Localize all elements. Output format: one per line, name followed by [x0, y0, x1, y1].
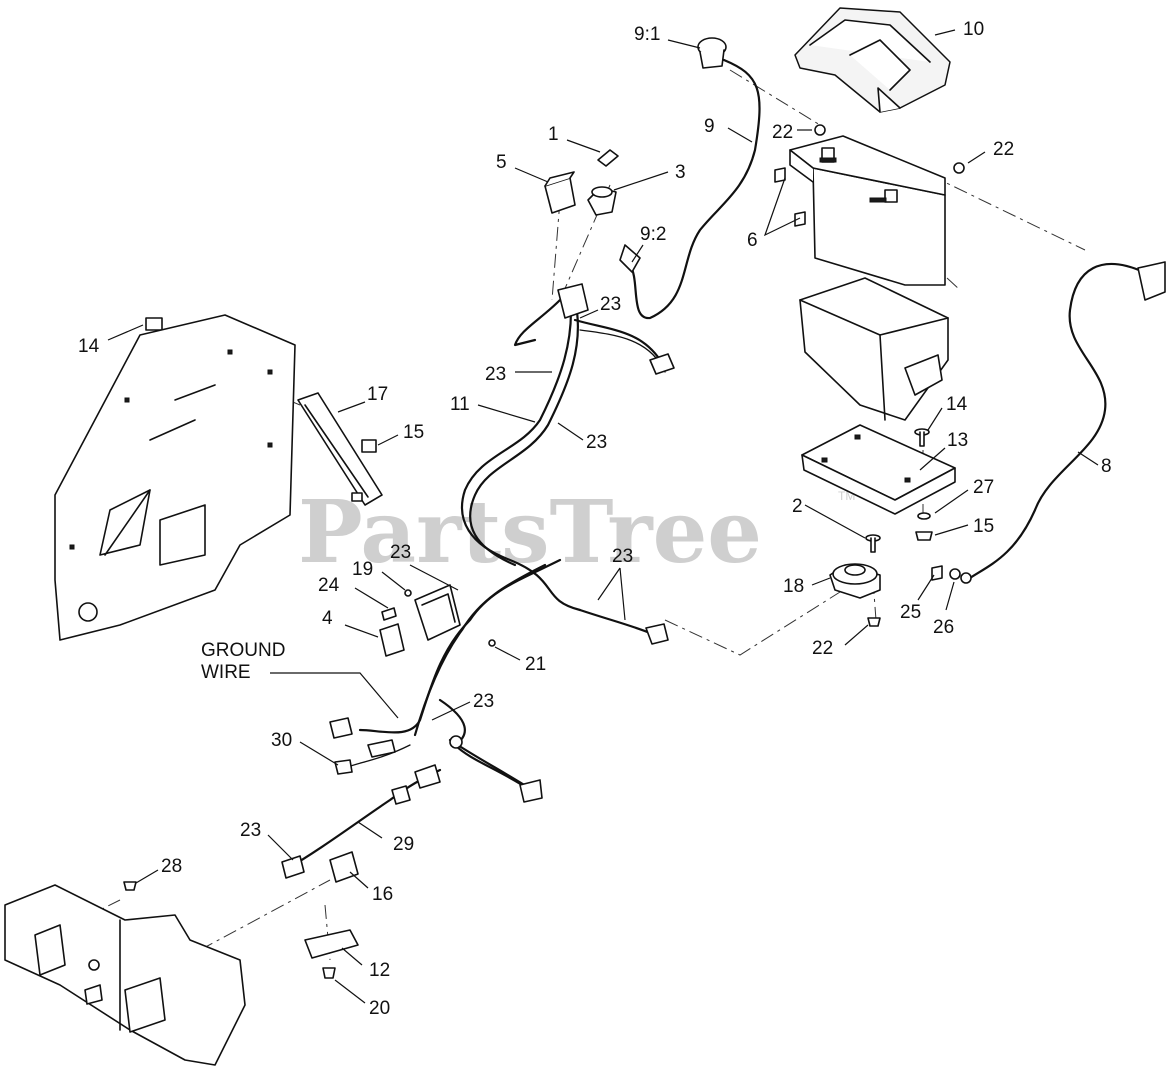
bolt-6-upper	[774, 167, 786, 183]
callout-22-right: 22	[993, 139, 1014, 160]
callout-23-f: 23	[473, 691, 494, 712]
callout-25: 25	[900, 602, 921, 623]
callout-9-2: 9:2	[640, 224, 666, 245]
callout-21: 21	[525, 654, 546, 675]
callout-30: 30	[271, 730, 292, 751]
battery	[789, 135, 946, 286]
callout-19: 19	[352, 559, 373, 580]
callout-11: 11	[450, 394, 470, 415]
alarm-18	[829, 563, 881, 599]
callout-4: 4	[322, 608, 333, 629]
switch-16	[329, 851, 359, 883]
connector-23-lower	[281, 855, 305, 879]
nut-15-panel	[361, 439, 377, 453]
switch-5	[544, 177, 576, 214]
callout-10: 10	[963, 19, 984, 40]
callout-16: 16	[372, 884, 393, 905]
callout-14-tray: 14	[946, 394, 968, 415]
callout-23-c: 23	[586, 432, 607, 453]
callout-labels: 9:1 10 9 22 22 6 1 5 3 9:2 23 23 11 23 1…	[78, 19, 1112, 1019]
negative-cable-8	[960, 261, 1166, 584]
callout-ground-line2: WIRE	[201, 662, 251, 683]
callout-22-top: 22	[772, 122, 793, 143]
callout-1: 1	[548, 124, 559, 145]
battery-tray-13	[801, 424, 956, 515]
callout-28: 28	[161, 856, 182, 877]
callout-26: 26	[933, 617, 954, 638]
callout-13: 13	[947, 430, 968, 451]
fastener-19	[404, 589, 412, 597]
callout-23-b: 23	[485, 364, 506, 385]
key-1	[597, 149, 619, 167]
callout-17: 17	[367, 384, 388, 405]
bolt-6-lower	[794, 211, 806, 227]
bolt-14-panel	[145, 317, 163, 331]
relay-block	[379, 584, 461, 657]
callout-14-panel: 14	[78, 336, 100, 357]
washer-27	[917, 512, 931, 520]
callout-5: 5	[496, 152, 507, 173]
callout-23-a: 23	[600, 294, 621, 315]
callout-29: 29	[393, 834, 414, 855]
battery-cover-10	[794, 7, 951, 113]
bracket-17	[297, 392, 383, 506]
callout-15-panel: 15	[403, 422, 424, 443]
switches	[544, 149, 619, 216]
bolt-20	[322, 967, 336, 979]
nut-22-alarm	[867, 617, 881, 627]
nut-15-tray	[915, 531, 933, 541]
relay-4	[379, 623, 405, 657]
callout-23-e: 23	[612, 546, 633, 567]
battery-cable-9	[619, 37, 761, 320]
callout-22-alarm: 22	[812, 638, 833, 659]
leaders	[107, 29, 1099, 1004]
callout-24: 24	[318, 575, 340, 596]
nut-22-right	[953, 162, 965, 174]
callout-2: 2	[792, 496, 803, 517]
callout-23-g: 23	[240, 820, 261, 841]
callout-15-tray: 15	[973, 516, 994, 537]
lower-frame	[4, 884, 246, 1066]
battery-box	[799, 277, 949, 421]
callout-12: 12	[369, 960, 390, 981]
washer-26	[949, 568, 961, 580]
fastener-21	[488, 639, 496, 647]
callout-23-d: 23	[390, 542, 411, 563]
main-harness-11	[329, 283, 675, 803]
callout-9: 9	[704, 116, 715, 137]
callout-9-1: 9:1	[634, 24, 660, 45]
callout-3: 3	[675, 162, 686, 183]
left-side-panel	[54, 314, 296, 641]
callout-6: 6	[747, 230, 758, 251]
bolt-28	[123, 881, 137, 891]
hardware	[123, 124, 965, 979]
callout-18: 18	[783, 576, 804, 597]
nut-22-top	[814, 124, 826, 136]
callout-20: 20	[369, 998, 390, 1019]
bracket-12	[304, 929, 359, 959]
callout-27: 27	[973, 477, 994, 498]
callout-ground-line1: GROUND	[201, 640, 285, 661]
callout-8: 8	[1101, 456, 1112, 477]
lower-harness	[281, 764, 442, 959]
bolt-25	[931, 565, 943, 581]
